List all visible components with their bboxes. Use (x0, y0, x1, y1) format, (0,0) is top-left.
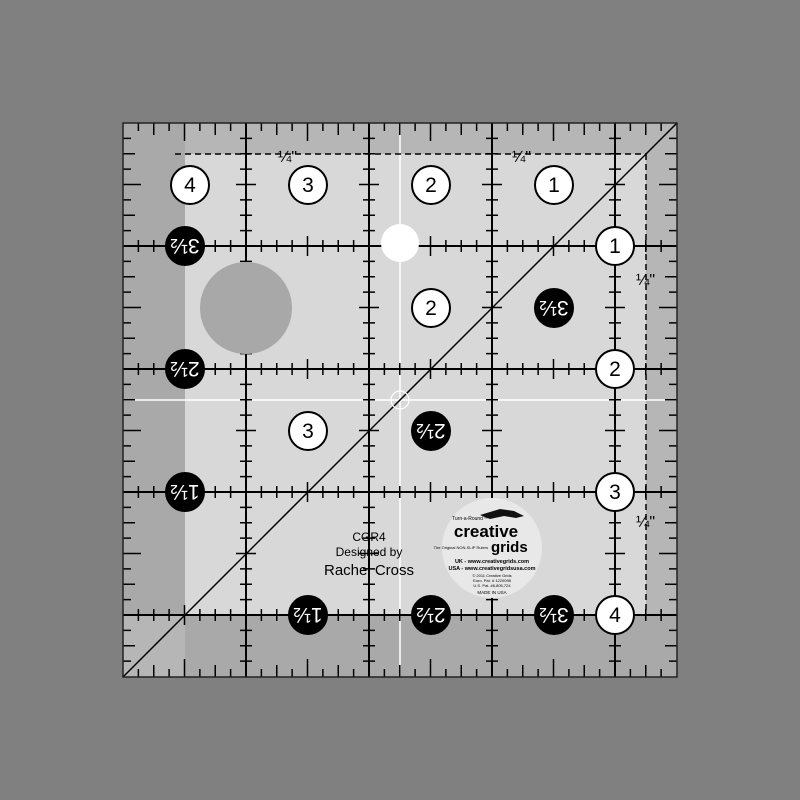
inner-number: 2 (425, 297, 437, 320)
logo-brand-line2: grids (491, 539, 528, 556)
top-number: 2 (425, 174, 437, 197)
designed-by-label: Designed by (336, 545, 403, 559)
creative-grids-logo: Turn-a-Round™ creative The Original NON-… (434, 498, 542, 598)
left-half-label-circle (165, 472, 205, 512)
right-number: 1 (609, 235, 621, 258)
ruler-edge (122, 122, 678, 678)
inner-half-label-circle (411, 411, 451, 451)
logo-uk-url: UK - www.creativegrids.com (455, 559, 529, 565)
top-number: 1 (548, 174, 560, 197)
quarter-inch-label-right: ¼" (636, 272, 655, 289)
right-number: 2 (609, 358, 621, 381)
left-half-label-circle (165, 226, 205, 266)
bottom-half-label: 2½ (416, 603, 445, 626)
bottom-half-label-circle (288, 595, 328, 635)
left-half-label: 3½ (170, 234, 199, 257)
bottom-half-label-circle (534, 595, 574, 635)
top-number-circle (170, 165, 210, 205)
left-half-label: 1½ (170, 480, 199, 503)
inner-half-label: 3½ (539, 296, 568, 319)
top-number-circle (411, 165, 451, 205)
right-number-circle (595, 349, 635, 389)
logo-made-in: MADE IN USA (477, 590, 506, 595)
left-half-label-circle (165, 349, 205, 389)
bottom-half-label: 1½ (293, 603, 322, 626)
left-half-label: 2½ (170, 357, 199, 380)
top-number-circle (534, 165, 574, 205)
bottom-half-label: 3½ (539, 603, 568, 626)
inner-number-circle (288, 411, 328, 451)
logo-copyright: © 2011 Creative Grids (472, 573, 511, 578)
model-label: CGR4 (352, 530, 386, 544)
inner-half-label-circle (534, 288, 574, 328)
logo-us-patent: U.S. Pat. #6,805,724 (473, 583, 511, 588)
logo-tagline: Turn-a-Round™ (452, 516, 488, 522)
top-number: 3 (302, 174, 314, 197)
logo-brand-line1: creative (454, 522, 518, 541)
right-number-circle (595, 472, 635, 512)
right-number-circle (595, 226, 635, 266)
diagonal-45-line (122, 122, 678, 678)
inner-number-circle (411, 288, 451, 328)
logo-subtitle: The Original NON-SLIP Rulers (434, 545, 488, 550)
logo-badge (442, 498, 542, 598)
top-number: 4 (184, 174, 196, 197)
hole (381, 224, 419, 262)
logo-usa-url: USA - www.creativegridsusa.com (448, 566, 535, 572)
quarter-inch-label-top-left: ¼" (278, 149, 297, 166)
right-number: 4 (609, 604, 621, 627)
center-mark (390, 390, 410, 410)
right-number: 3 (609, 481, 621, 504)
logo-euro-patent: Euro. Pat. # 1220098 (473, 578, 512, 583)
inner-half-label: 2½ (416, 419, 445, 442)
quarter-inch-label-right-lower: ¼" (636, 514, 655, 531)
gray-circle (200, 262, 292, 354)
bottom-half-label-circle (411, 595, 451, 635)
designer-name: Rachel Cross (324, 562, 414, 579)
fox-icon (480, 509, 524, 519)
top-number-circle (288, 165, 328, 205)
right-number-circle (595, 595, 635, 635)
ruler-labels: 4 3 2 1 1 2 3 4 3½ 2½ 1½ 1½ 2½ 3½ 3½ 2½ 2 3 (165, 165, 635, 635)
inner-number: 3 (302, 420, 314, 443)
quarter-inch-label-top-right: ¼" (512, 149, 531, 166)
